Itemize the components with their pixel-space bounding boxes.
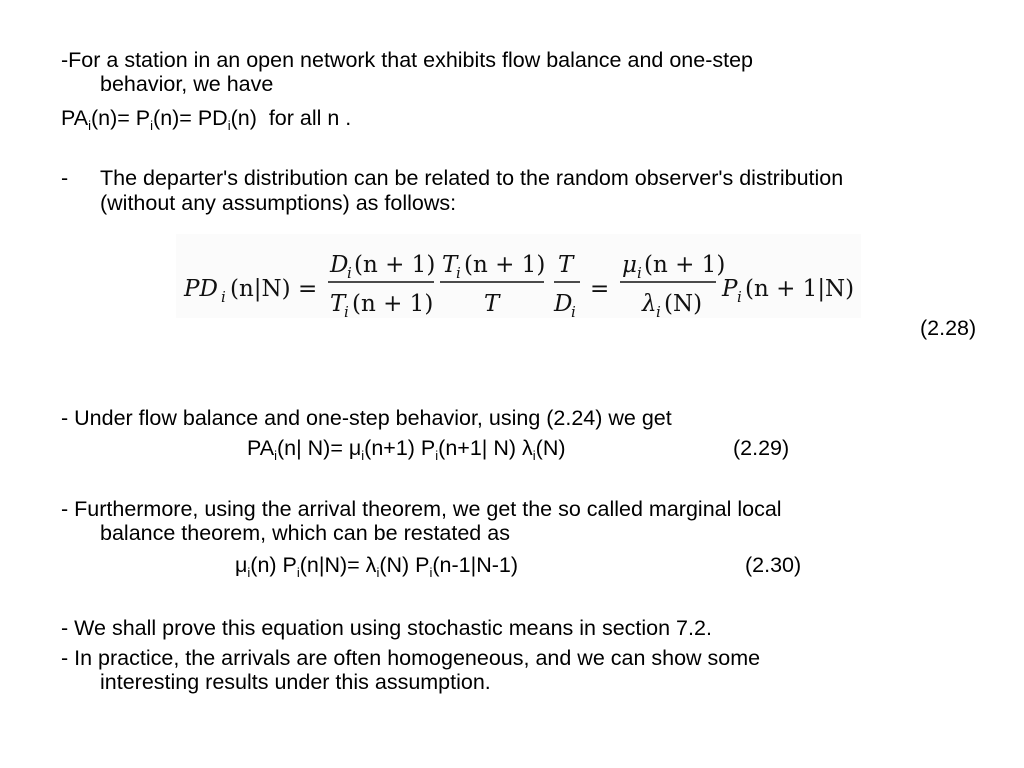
f3-den-sub: i	[571, 303, 576, 318]
f1-den-arg: (n + 1)	[352, 291, 433, 317]
f3-den-d: D	[553, 291, 572, 317]
rhs-sub: i	[737, 288, 742, 306]
paragraph-4-line-1: - Furthermore, using the arrival theorem…	[61, 497, 782, 521]
f1-den-sub: i	[344, 303, 349, 318]
lhs-pd: PD	[183, 276, 218, 302]
f1-num-arg: (n + 1)	[354, 252, 435, 278]
equation-pa-p-pd: PAi(n)= Pi(n)= PDi(n) for all n .	[61, 106, 352, 133]
paragraph-2-line-2: (without any assumptions) as follows:	[100, 191, 457, 215]
equation-number-2-30: (2.30)	[745, 553, 802, 577]
paragraph-1-line-2: behavior, we have	[100, 72, 274, 96]
rhs-arg: (n + 1|N)	[745, 276, 854, 302]
f1-num-d: D	[329, 252, 348, 278]
f1-num-sub: i	[347, 264, 352, 282]
bullet-dash: -	[61, 166, 69, 190]
equation-2-29: PAi(n| N)= μi(n+1) Pi(n+1| N) λi(N)	[247, 436, 566, 463]
equation-2-30: μi(n) Pi(n|N)= λi(N) Pi(n-1|N-1)	[235, 553, 519, 580]
f4-den-arg: (N)	[664, 291, 702, 317]
formula-2-28-image: PD i (n|N) = D i (n + 1) T i (n + 1) T i…	[176, 234, 861, 318]
paragraph-1-line-1: -For a station in an open network that e…	[61, 48, 753, 72]
paragraph-6-line-2: interesting results under this assumptio…	[100, 670, 491, 694]
f4-den-sub: i	[656, 303, 661, 318]
f3-num-t: T	[558, 252, 575, 278]
rhs-p: P	[721, 276, 738, 302]
f4-num-sub: i	[637, 264, 642, 282]
f2-num-arg: (n + 1)	[464, 252, 545, 278]
paragraph-5-line-1: - We shall prove this equation using sto…	[61, 616, 712, 640]
lhs-sub-i: i	[221, 288, 226, 306]
f4-num-mu: μ	[622, 252, 637, 278]
paragraph-6-line-1: - In practice, the arrivals are often ho…	[61, 646, 761, 670]
f4-num-arg: (n + 1)	[644, 252, 725, 278]
paragraph-3-line-1: - Under flow balance and one-step behavi…	[61, 406, 672, 430]
equals-2: =	[590, 276, 609, 302]
f4-den-lambda: λ	[641, 291, 657, 317]
f2-num-sub: i	[456, 264, 461, 282]
paragraph-4-line-2: balance theorem, which can be restated a…	[100, 521, 510, 545]
paragraph-2-line-1: The departer's distribution can be relat…	[100, 166, 844, 190]
lhs-arg: (n|N) =	[230, 276, 317, 302]
f2-num-t: T	[442, 252, 459, 278]
f2-den-t: T	[484, 291, 501, 317]
equation-number-2-28: (2.28)	[920, 316, 977, 340]
f1-den-t: T	[330, 291, 347, 317]
equation-number-2-29: (2.29)	[733, 436, 790, 460]
